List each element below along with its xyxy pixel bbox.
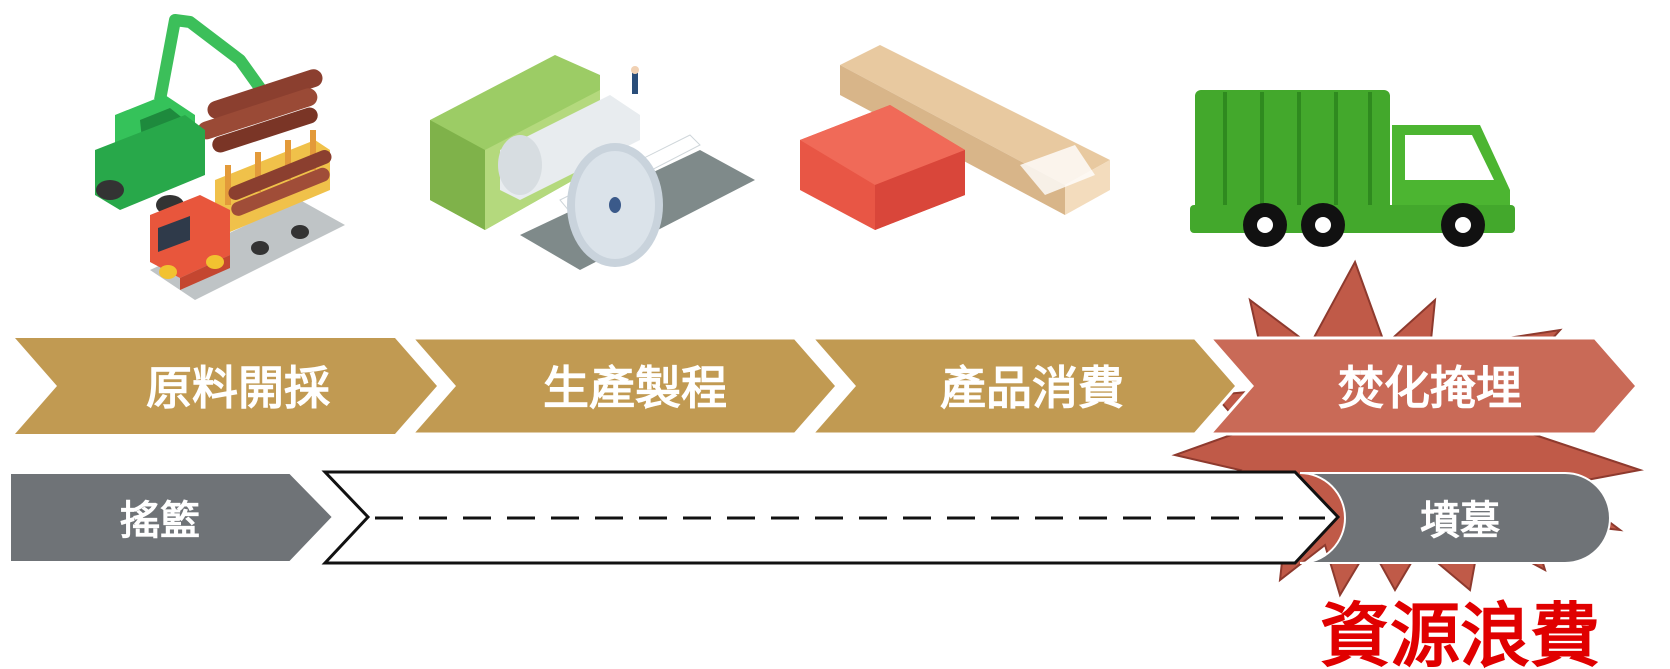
stage-arrow-4: 焚化掩埋 [1206, 336, 1639, 436]
grave-box: 墳墓 [1299, 472, 1611, 564]
resource-waste-label: 資源浪費 [1320, 595, 1600, 669]
cradle-box: 搖籃 [9, 472, 335, 563]
stage-label-3: 產品消費 [940, 361, 1124, 415]
cradle-label: 搖籃 [120, 498, 200, 544]
grave-label: 墳墓 [1420, 498, 1501, 544]
stage-arrow-3: 產品消費 [808, 336, 1239, 436]
paper-mill-machine-icon [430, 55, 755, 270]
packaging-box-icon [800, 45, 1110, 230]
dashed-lifecycle-arrow [321, 470, 1341, 565]
stage-arrow-2: 生產製程 [408, 336, 839, 436]
stage-label-4: 焚化掩埋 [1338, 361, 1522, 415]
stage-label-2: 生產製程 [543, 361, 727, 415]
logging-excavator-truck-icon [95, 14, 345, 300]
stage-label-1: 原料開採 [146, 361, 331, 415]
garbage-truck-icon [1190, 90, 1515, 247]
stage-arrow-1: 原料開採 [15, 338, 437, 434]
